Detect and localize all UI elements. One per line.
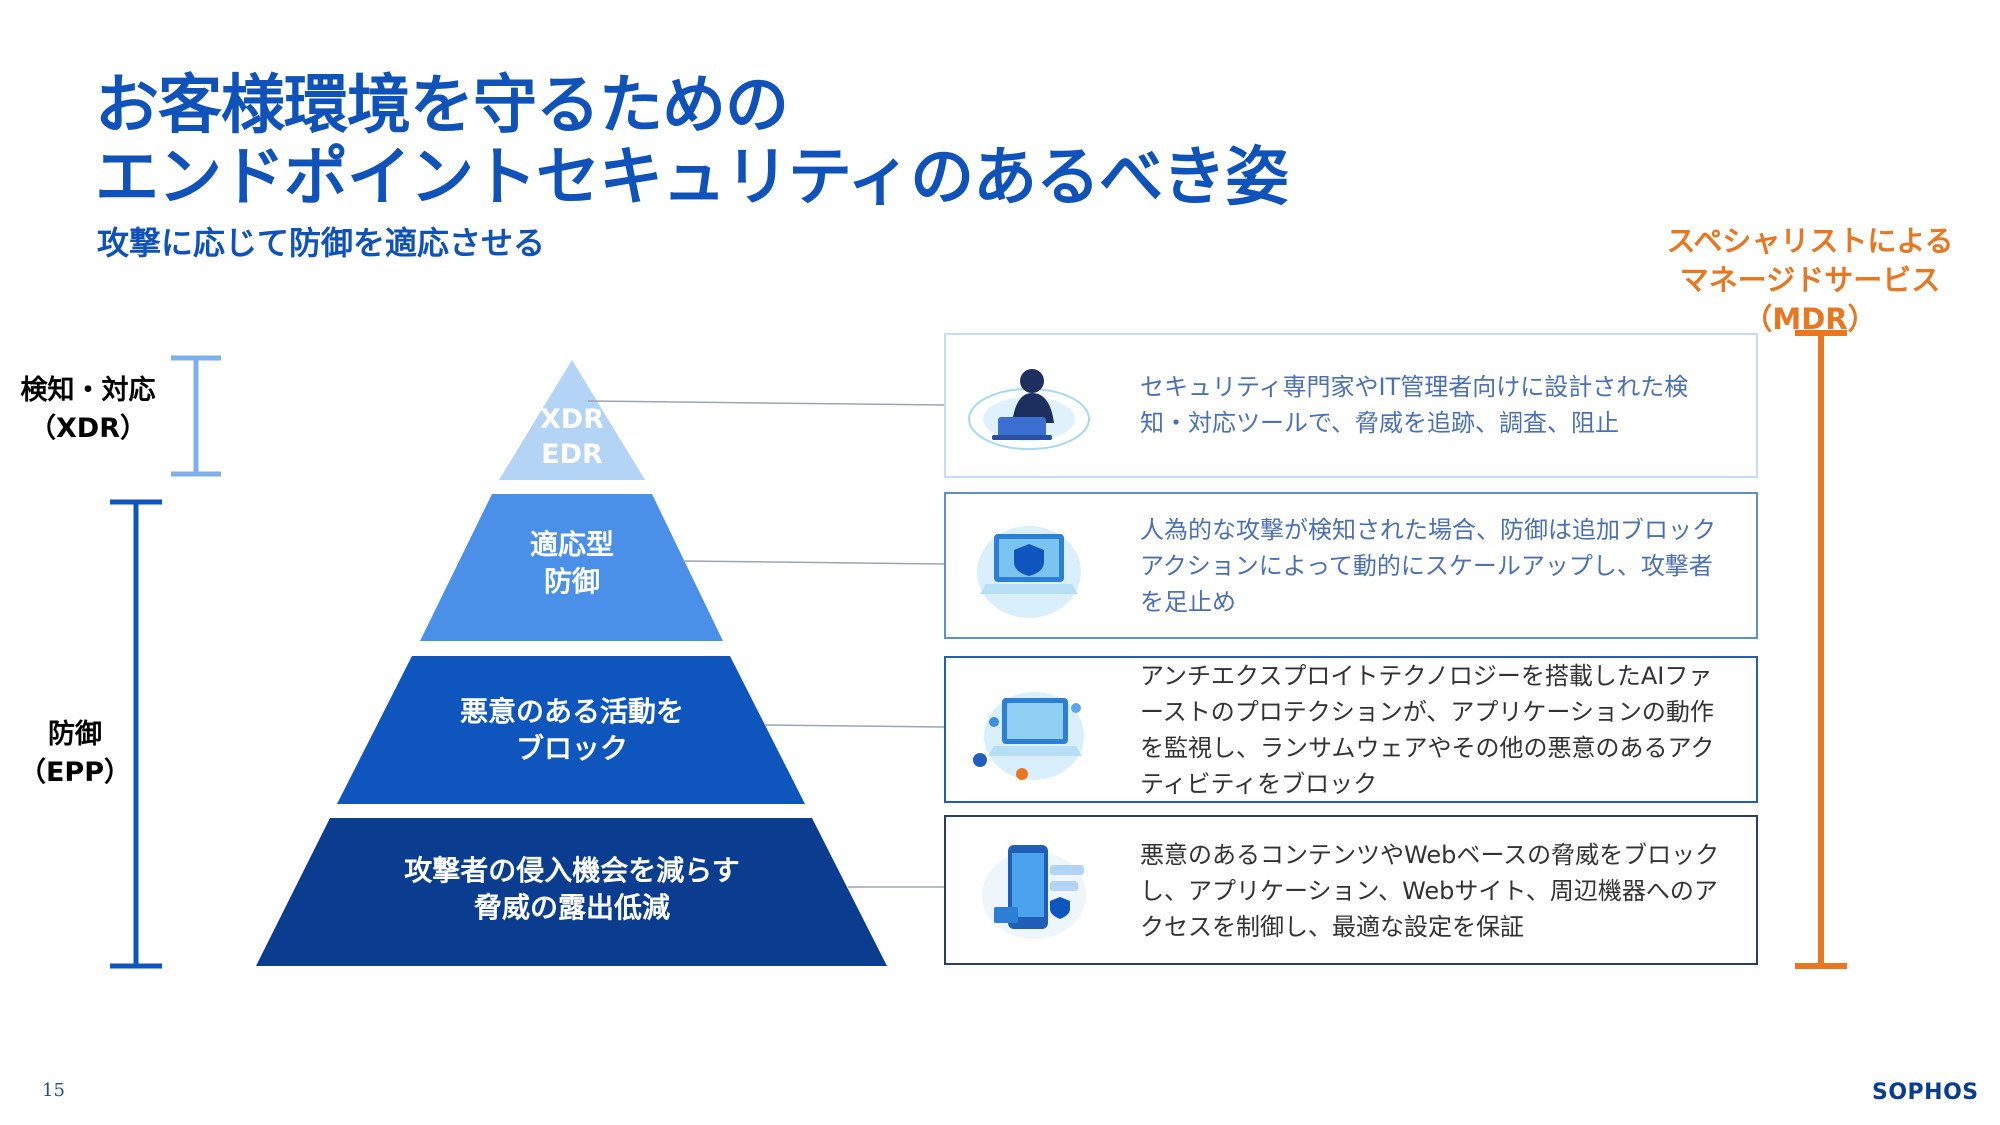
description-panel-exposure: 悪意のあるコンテンツやWebベースの脅威をブロックし、アプリケーション、Webサ…	[944, 815, 1758, 965]
mobile-security-icon	[964, 835, 1094, 945]
connector-line-2	[682, 560, 945, 565]
title-line-2: エンドポイントセキュリティのあるべき姿	[95, 141, 1289, 215]
tier-xdr-label-line-1: XDR	[539, 404, 605, 435]
xdr-side-label-line-1: 検知・対応	[20, 375, 156, 406]
tier-xdr-label: XDR EDR	[520, 402, 624, 472]
tier-adaptive-label-line-1: 適応型	[529, 528, 614, 561]
title-line-1: お客様環境を守るための	[95, 69, 789, 143]
epp-side-label-line-2: （EPP）	[18, 757, 132, 788]
mdr-label-line-1: スペシャリストによる	[1666, 224, 1954, 258]
connector-line-3	[764, 724, 945, 728]
xdr-side-label-line-2: （XDR）	[28, 413, 148, 444]
pyramid-tier-adaptive	[420, 494, 723, 641]
page-number: 15	[42, 1080, 65, 1101]
mdr-bracket	[1795, 330, 1847, 969]
tier-exposure-label-line-2: 脅威の露出低減	[473, 891, 670, 924]
pyramid-tier-exposure	[256, 818, 887, 966]
sophos-logo: SOPHOS	[1872, 1080, 1979, 1105]
tier-xdr-label-line-2: EDR	[541, 439, 603, 470]
mdr-label-line-2: マネージドサービス	[1679, 263, 1941, 297]
epp-side-label-line-1: 防御	[48, 719, 102, 750]
connector-lines	[587, 400, 945, 888]
tier-block-label: 悪意のある活動を ブロック	[422, 693, 722, 767]
epp-side-label: 防御 （EPP）	[0, 716, 165, 792]
description-panel-block: アンチエクスプロイトテクノロジーを搭載したAIファーストのプロテクションが、アプ…	[944, 656, 1758, 803]
tier-adaptive-label: 適応型 防御	[472, 526, 672, 600]
xdr-side-label: 検知・対応 （XDR）	[0, 372, 178, 448]
connector-line-1	[587, 400, 945, 406]
tier-block-label-line-2: ブロック	[515, 732, 628, 765]
tier-block-label-line-1: 悪意のある活動を	[459, 695, 684, 728]
panel-exposure-text: 悪意のあるコンテンツやWebベースの脅威をブロックし、アプリケーション、Webサ…	[1140, 841, 1720, 941]
description-panel-adaptive: 人為的な攻撃が検知された場合、防御は追加ブロックアクションによって動的にスケール…	[944, 492, 1758, 639]
tier-exposure-label: 攻撃者の侵入機会を減らす 脅威の露出低減	[372, 852, 772, 926]
description-panel-xdr: セキュリティ専門家やIT管理者向けに設計された検知・対応ツールで、脅威を追跡、調…	[944, 333, 1758, 478]
xdr-bracket	[171, 355, 221, 477]
laptop-virus-icon	[964, 678, 1094, 788]
panel-xdr-text: セキュリティ専門家やIT管理者向けに設計された検知・対応ツールで、脅威を追跡、調…	[1140, 373, 1689, 437]
pyramid-tier-block	[337, 656, 805, 804]
tier-adaptive-label-line-2: 防御	[543, 565, 600, 598]
epp-bracket	[110, 499, 162, 969]
pyramid-tier-xdr	[499, 360, 645, 480]
hacker-laptop-icon	[964, 351, 1094, 461]
panel-adaptive-text: 人為的な攻撃が検知された場合、防御は追加ブロックアクションによって動的にスケール…	[1140, 516, 1716, 616]
page-title: お客様環境を守るための エンドポイントセキュリティのあるべき姿	[95, 69, 1289, 215]
panel-block-text: アンチエクスプロイトテクノロジーを搭載したAIファーストのプロテクションが、アプ…	[1140, 662, 1715, 798]
tier-exposure-label-line-1: 攻撃者の侵入機会を減らす	[404, 854, 740, 887]
shield-laptop-icon	[964, 512, 1094, 622]
mdr-label: スペシャリストによる マネージドサービス （MDR）	[1640, 222, 1980, 339]
page-subtitle: 攻撃に応じて防御を適応させる	[97, 224, 546, 262]
